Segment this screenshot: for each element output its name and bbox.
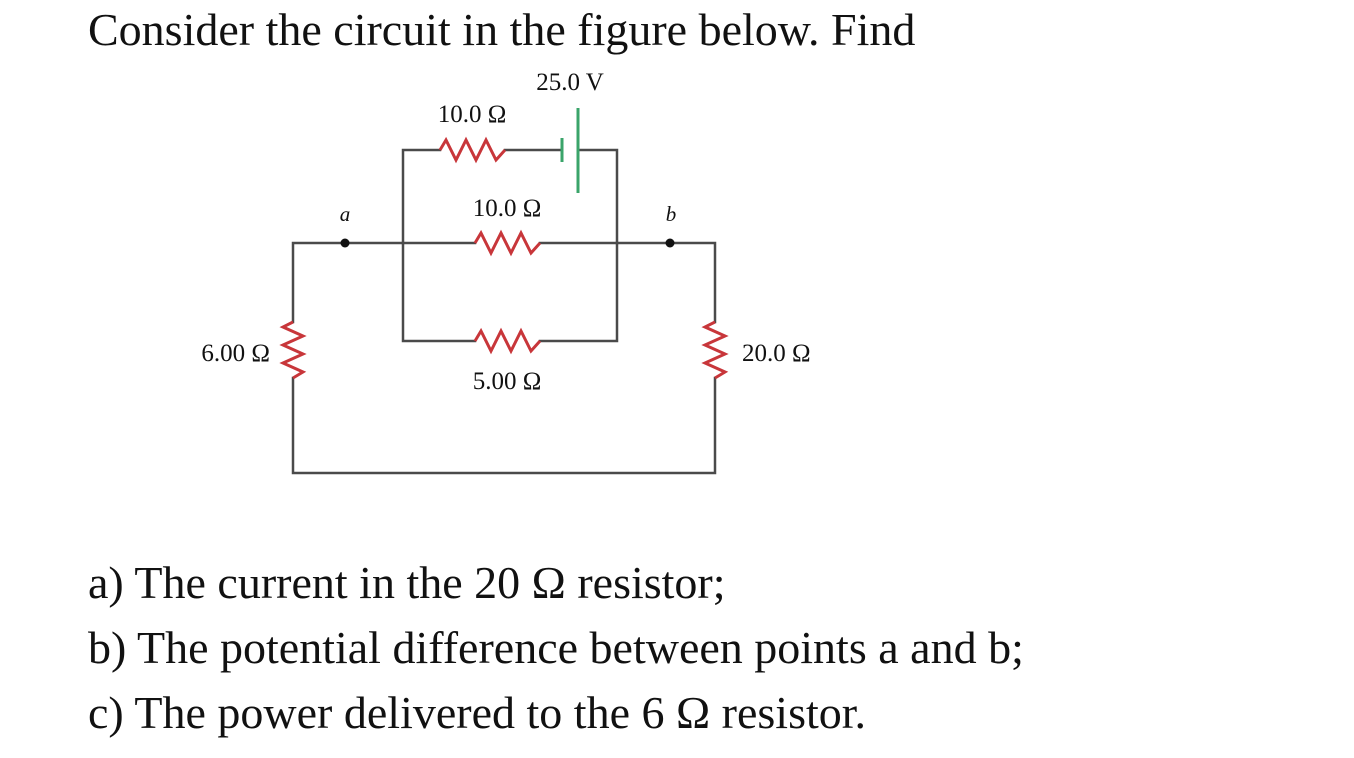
nodes <box>340 238 675 248</box>
resistors <box>279 136 729 380</box>
question-list: a) The current in the 20 Ω resistor; b) … <box>88 550 1024 745</box>
resistor-bottom-5-ohm <box>473 327 542 355</box>
circuit-wires <box>291 148 717 475</box>
question-c: c) The power delivered to the 6 Ω resist… <box>88 687 867 738</box>
middle-resistor-label: 10.0 Ω <box>473 195 542 222</box>
question-b: b) The potential difference between poin… <box>88 622 1024 673</box>
battery <box>560 108 580 193</box>
resistor-top-10-ohm <box>438 136 507 164</box>
node-a-dot <box>340 238 350 248</box>
node-a-label: a <box>340 202 351 226</box>
top-resistor-label: 10.0 Ω <box>438 101 507 128</box>
node-b-dot <box>665 238 675 248</box>
wire-top-branch-left <box>401 148 442 245</box>
resistor-middle-10-ohm <box>473 229 542 257</box>
wire-outer-right-top <box>668 241 717 324</box>
resistor-right-20-ohm <box>701 320 729 380</box>
question-a: a) The current in the 20 Ω resistor; <box>88 557 726 608</box>
circuit-labels: 25.0 V 10.0 Ω 10.0 Ω 5.00 Ω 6.00 Ω 20.0 … <box>201 69 810 395</box>
battery-label: 25.0 V <box>536 69 604 96</box>
wire-bottom-branch-left <box>401 241 477 343</box>
problem-intro: Consider the circuit in the figure below… <box>88 4 916 55</box>
left-resistor-label: 6.00 Ω <box>201 340 270 367</box>
resistor-left-6-ohm <box>279 320 307 380</box>
wire-bottom-branch-right <box>538 241 619 343</box>
bottom-resistor-label: 5.00 Ω <box>473 368 542 395</box>
wire-outer-left-top <box>291 241 347 324</box>
node-b-label: b <box>666 202 677 226</box>
wire-outer-left-bottom <box>291 376 717 475</box>
wire-top-branch-right <box>576 148 619 245</box>
right-resistor-label: 20.0 Ω <box>742 340 811 367</box>
